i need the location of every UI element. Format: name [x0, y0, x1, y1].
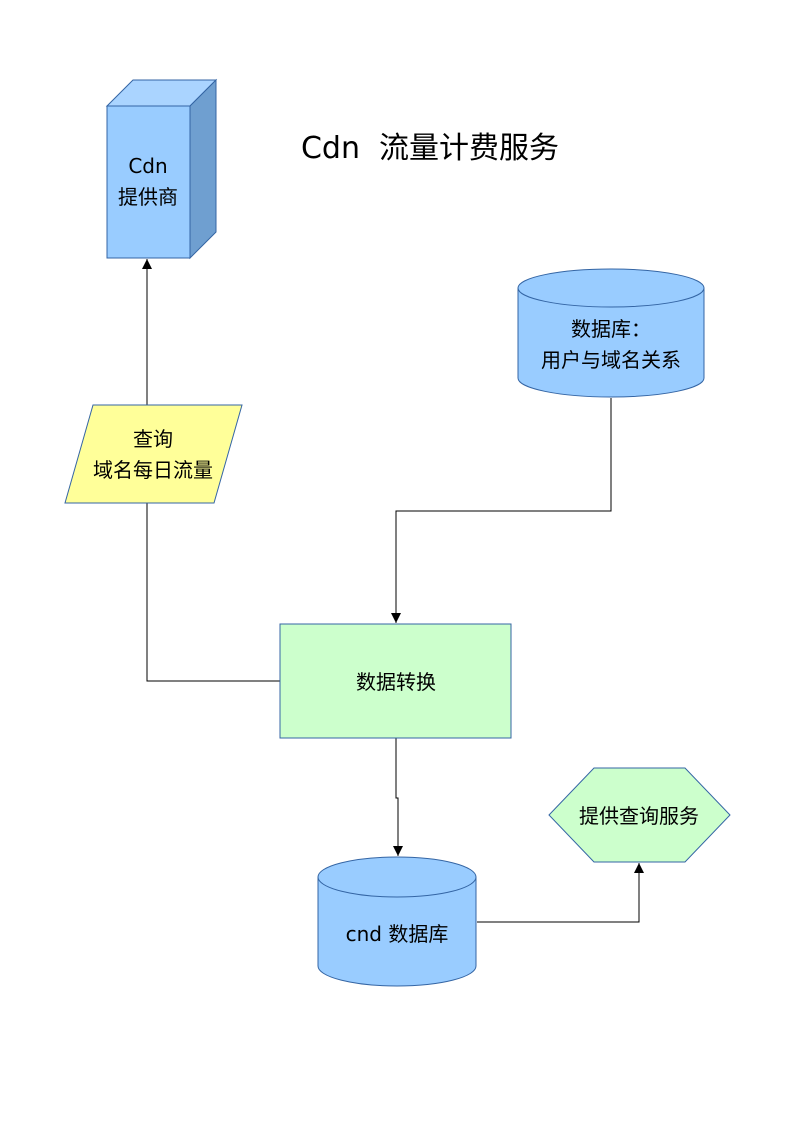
provider-label-line-1: Cdn — [128, 154, 167, 178]
edge-transform-to-query — [146, 503, 280, 682]
node-query-service: 提供查询服务 — [548, 767, 731, 863]
user-db-label-line-1: 数据库： — [571, 317, 651, 341]
cdn-db-label: cnd 数据库 — [346, 922, 449, 946]
cylinder-body — [317, 876, 477, 987]
query-label-line-1: 查询 — [133, 427, 173, 451]
transform-label: 数据转换 — [356, 670, 436, 694]
edge-cdndb-to-service — [477, 863, 644, 923]
hexagon-shape — [548, 767, 731, 863]
parallelogram-shape — [64, 404, 243, 504]
node-cdn-provider: Cdn 提供商 — [105, 78, 218, 260]
node-query-traffic: 查询 域名每日流量 — [64, 404, 243, 504]
node-data-transform: 数据转换 — [279, 623, 512, 739]
diagram-title: Cdn 流量计费服务 — [301, 131, 559, 166]
cylinder-top — [517, 268, 705, 308]
edge-userdb-to-transform — [391, 398, 612, 623]
cylinder-top — [317, 856, 477, 898]
edge-transform-to-cdndb — [393, 738, 403, 856]
box-front-face — [106, 105, 191, 259]
user-db-label-line-2: 用户与域名关系 — [541, 348, 681, 372]
service-label: 提供查询服务 — [579, 804, 699, 828]
provider-label-line-2: 提供商 — [118, 185, 178, 209]
query-label-line-2: 域名每日流量 — [93, 458, 213, 482]
node-cnd-db: cnd 数据库 — [317, 856, 477, 987]
cylinder-body — [517, 287, 705, 398]
process-box — [279, 623, 512, 739]
box-side-face — [189, 78, 217, 260]
node-user-domain-db: 数据库： 用户与域名关系 — [517, 268, 705, 398]
